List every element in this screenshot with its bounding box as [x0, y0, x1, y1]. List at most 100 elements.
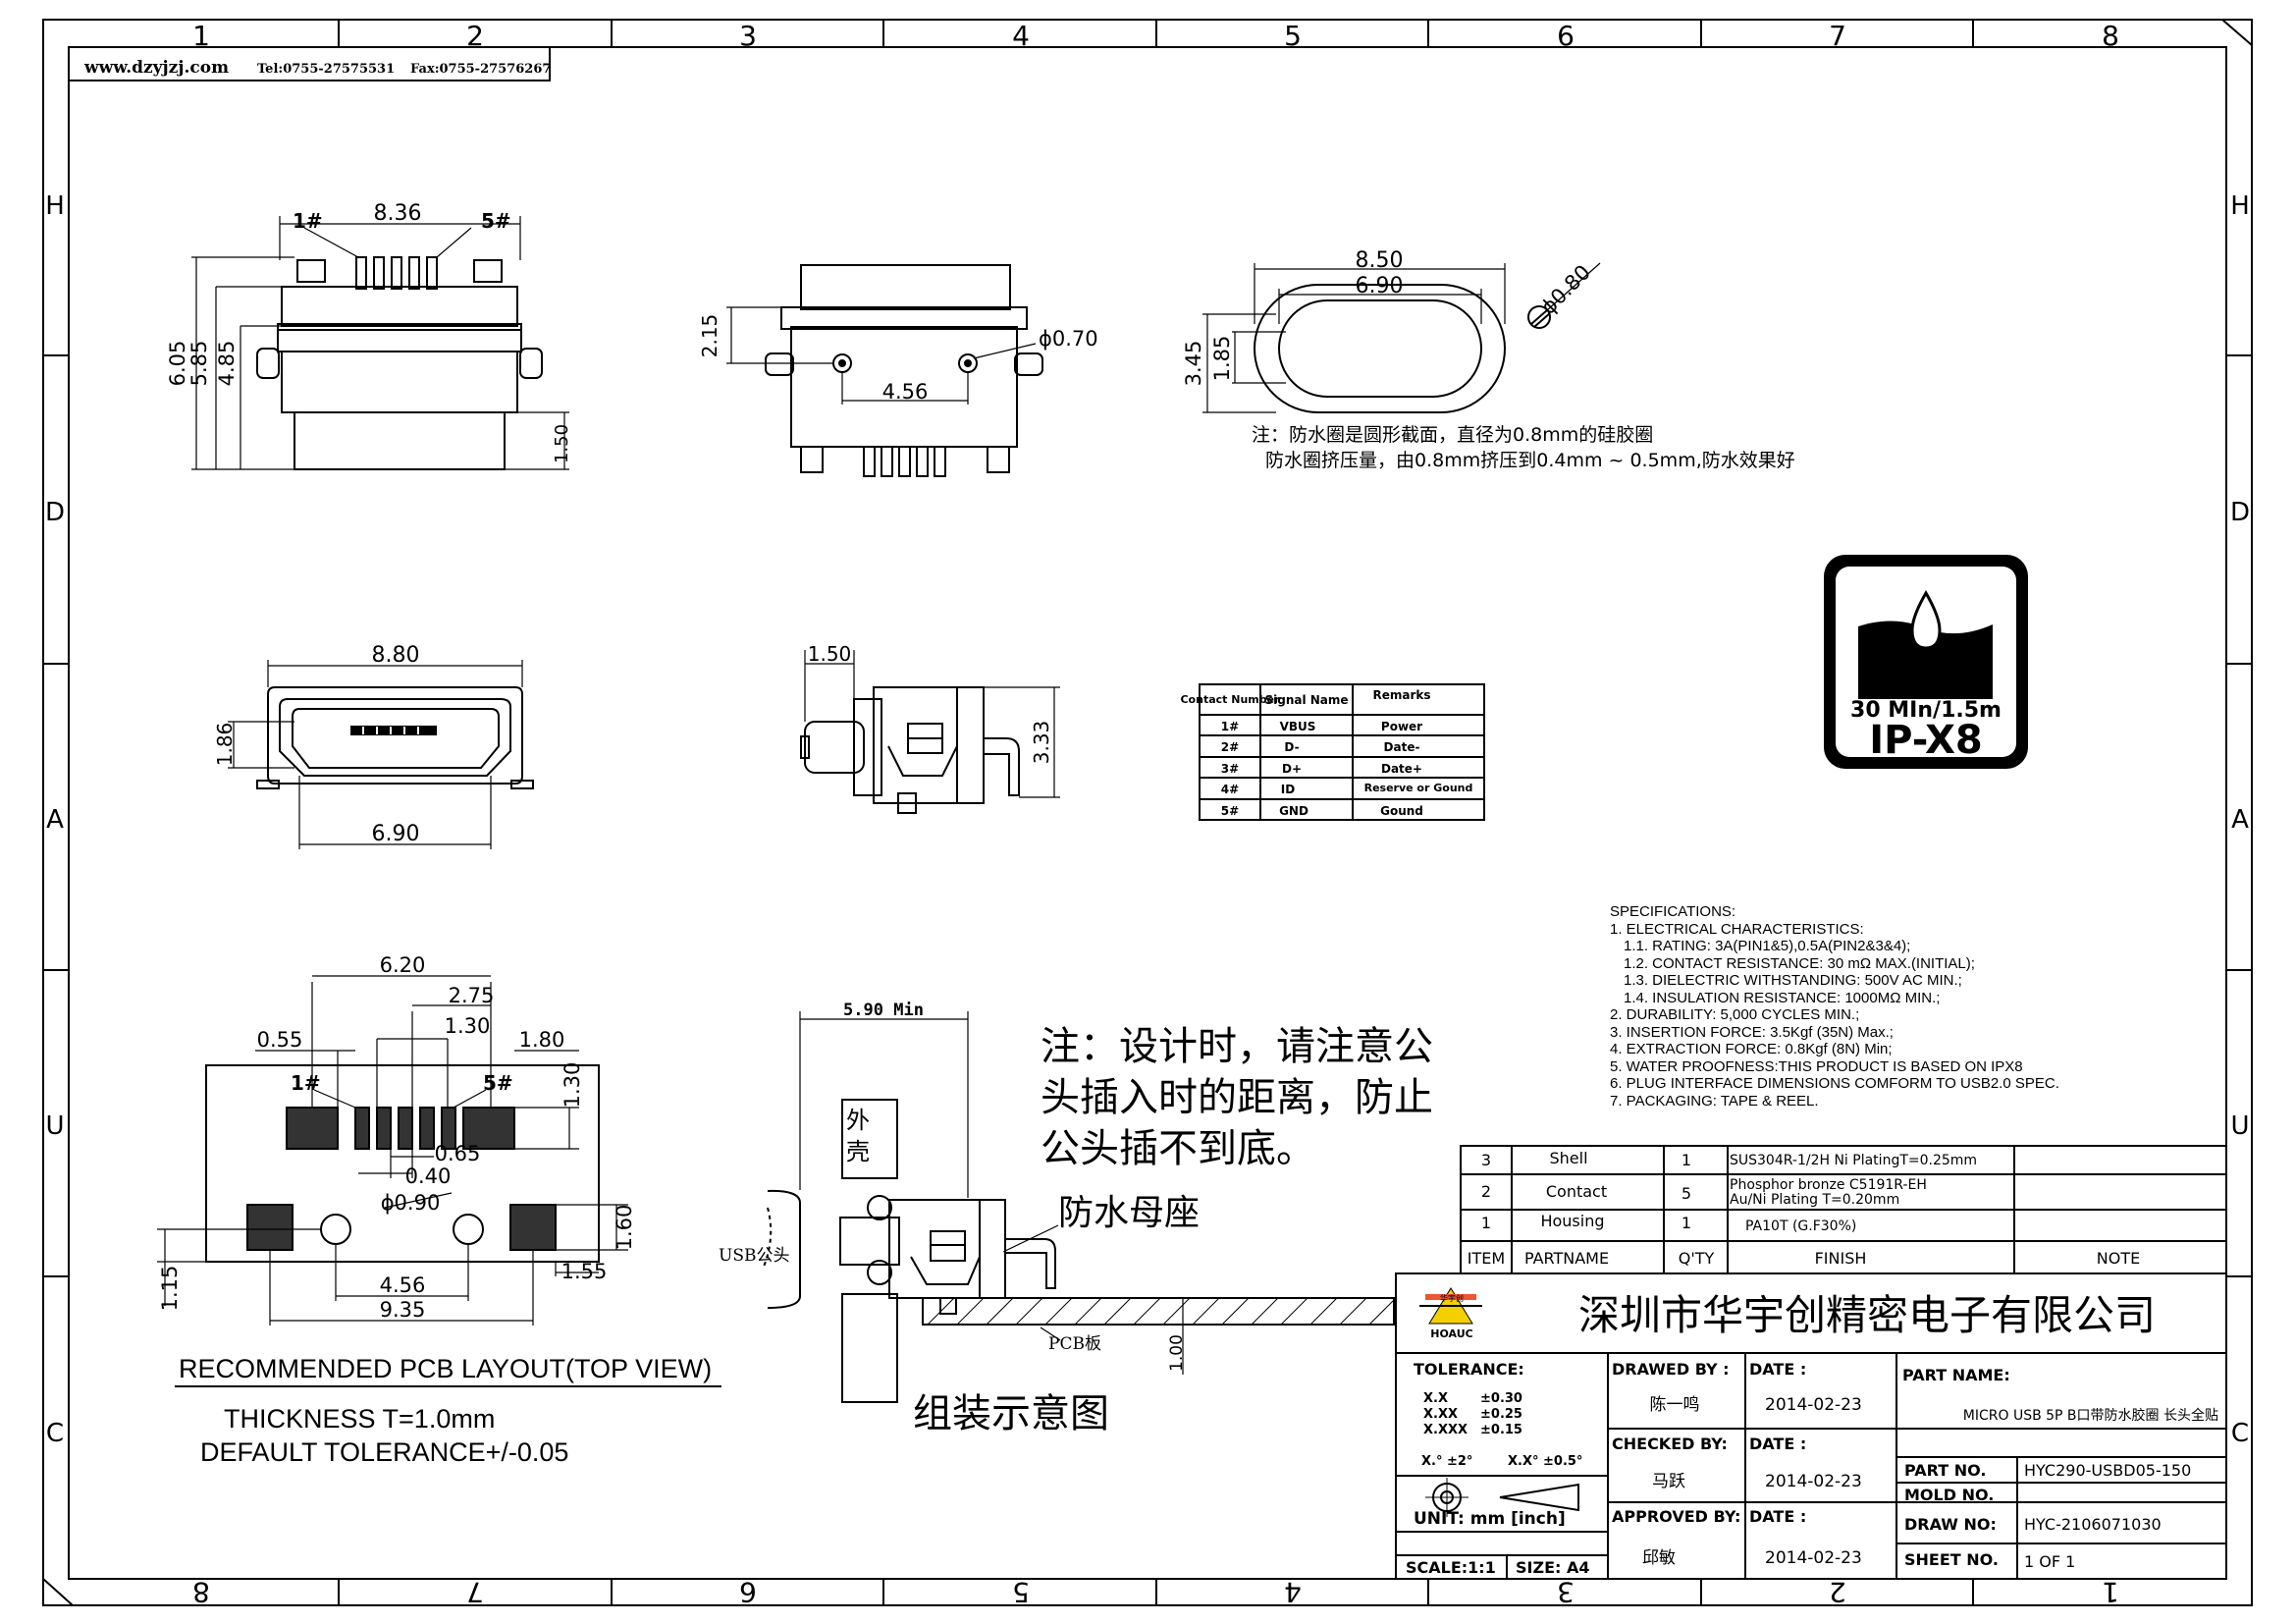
seal-dim-850: 8.50 [1356, 248, 1404, 273]
pcb-dim-275: 2.75 [449, 984, 495, 1007]
spec-line-1: 1. ELECTRICAL CHARACTERISTICS: [1610, 920, 1864, 938]
tolerance-label: TOLERANCE: [1414, 1360, 1524, 1379]
pcb-dim-160: 1.60 [613, 1205, 636, 1251]
seal-dim-690: 6.90 [1356, 274, 1404, 298]
assembly-note-line-3: 公头插不到底。 [1041, 1126, 1315, 1171]
pin-header-remarks: Remarks [1372, 688, 1430, 702]
date-label-3: DATE : [1749, 1507, 1806, 1526]
assembly-dim-100: 1.00 [1167, 1334, 1187, 1372]
zone-right-a: A [2231, 805, 2249, 835]
pcb-dim-phi090: ϕ0.90 [381, 1191, 441, 1215]
bom-row3-qty: 1 [1682, 1151, 1691, 1169]
angle-tol-2: X.X° ±0.5° [1508, 1454, 1582, 1469]
zone-left-a: A [46, 805, 64, 835]
pcb-hatch [927, 1297, 1395, 1326]
top-dim-605: 6.05 [166, 341, 189, 387]
approved-by-value: 邱敏 [1642, 1548, 1676, 1568]
seal-dim-phi080: ϕ0.80 [1536, 260, 1595, 319]
company-logo-text: HOAUC [1430, 1327, 1472, 1340]
header-tel: Tel:0755-27575531 [257, 62, 395, 77]
part-name-value: MICRO USB 5P B口带防水胶圈 长头全贴 [1963, 1407, 2218, 1424]
top-view [256, 256, 543, 470]
bom-row2-item: 2 [1481, 1182, 1491, 1201]
pcb-layout [205, 1064, 600, 1263]
title-block [1395, 1272, 2227, 1580]
specifications: SPECIFICATIONS: 1. ELECTRICAL CHARACTERI… [1610, 903, 2059, 1110]
zone-bottom-2: 2 [1829, 1576, 1846, 1608]
header-box [68, 46, 551, 81]
assembly-dim-590: 5.90 Min [843, 1001, 924, 1020]
bom-header-note: NOTE [2097, 1249, 2140, 1268]
zone-left-c: C [46, 1419, 64, 1448]
zone-top-5: 5 [1284, 20, 1302, 52]
pcb-dim-155: 1.55 [561, 1260, 608, 1283]
outer-frame [42, 19, 2253, 1606]
header-fax: Fax:0755-27576267 [410, 62, 551, 77]
draw-no-label: DRAW NO: [1904, 1515, 1997, 1534]
front-dim-215: 2.15 [698, 314, 721, 358]
pin-row3-signal: D+ [1282, 762, 1302, 776]
seal-note-line-1: 注：防水圈是圆形截面，直径为0.8mm的硅胶圈 [1252, 424, 1654, 446]
angle-tol-1: X.° ±2° [1421, 1454, 1472, 1469]
front-view [765, 264, 1043, 477]
spec-line-10: 6. PLUG INTERFACE DIMENSIONS COMFORM TO … [1610, 1075, 2059, 1092]
assembly-pcb-board: PCB板 [1048, 1334, 1101, 1354]
seal-dim-345: 3.45 [1182, 341, 1205, 387]
unit-label: UNIT: mm [inch] [1414, 1509, 1566, 1529]
part-no-value: HYC290-USBD05-150 [2024, 1461, 2191, 1480]
pin-row1-num: 1# [1221, 720, 1239, 733]
assembly-usb-male: USB公头 [719, 1246, 789, 1266]
pcb-dim-065: 0.65 [435, 1142, 481, 1165]
company-name: 深圳市华宇创精密电子有限公司 [1578, 1291, 2156, 1339]
front-view-dims [726, 306, 1037, 405]
face-dim-880: 8.80 [372, 643, 420, 668]
checked-by-value: 马跃 [1652, 1472, 1685, 1491]
zone-top-4: 4 [1012, 20, 1030, 52]
assembly-note-line-2: 头插入时的距离，防止 [1041, 1075, 1433, 1120]
water-icon [1858, 621, 1993, 699]
sheet-no-label: SHEET NO. [1904, 1550, 1999, 1569]
bom-row3-item: 3 [1481, 1151, 1491, 1169]
part-no-label: PART NO. [1904, 1461, 1986, 1480]
pcb-dim-055: 0.55 [257, 1028, 303, 1052]
shell-label-1: 外 [846, 1107, 870, 1134]
bom-row2-part: Contact [1546, 1182, 1607, 1201]
bom-header-finish: FINISH [1815, 1249, 1867, 1268]
zone-top-1: 1 [192, 20, 210, 52]
zone-top-7: 7 [1829, 20, 1846, 52]
bom-row1-part: Housing [1540, 1212, 1604, 1230]
pcb-notes: THICKNESS T=1.0mm DEFAULT TOLERANCE+/-0.… [200, 1402, 568, 1469]
bom-row1-finish: PA10T (G.F30%) [1745, 1218, 1856, 1234]
droplet-icon [1910, 590, 1942, 650]
pcb-thickness: THICKNESS T=1.0mm [224, 1404, 496, 1434]
spec-line-8: 4. EXTRACTION FORCE: 0.8Kgf (8N) Min; [1610, 1041, 1893, 1057]
bom-row1-qty: 1 [1682, 1214, 1691, 1232]
header-website: www.dzyjzj.com [83, 58, 229, 78]
zone-right-h: H [2230, 191, 2250, 221]
drawn-by-value: 陈一鸣 [1650, 1395, 1700, 1415]
pin-row4-remark: Reserve or Gound [1364, 782, 1473, 794]
zone-right-u: U [2230, 1111, 2249, 1141]
pin-row2-signal: D- [1284, 740, 1299, 754]
zone-bottom-8: 8 [192, 1576, 210, 1608]
side-dim-150: 1.50 [808, 642, 852, 666]
ip-badge [1824, 555, 2028, 769]
bom-row1-item: 1 [1481, 1214, 1491, 1232]
ip-badge-line1: 30 MIn/1.5m [1850, 698, 2002, 723]
face-view [256, 686, 534, 789]
size-label: SIZE: A4 [1516, 1558, 1590, 1577]
zone-right-c: C [2231, 1419, 2249, 1448]
pin-row2-num: 2# [1221, 740, 1239, 754]
tol-xxx-label: X.XX [1423, 1407, 1458, 1422]
tol-xx-label: X.X [1423, 1391, 1448, 1406]
zone-bottom-1: 1 [2102, 1576, 2119, 1608]
date-label-2: DATE : [1749, 1435, 1806, 1453]
spec-line-9: 5. WATER PROOFNESS:THIS PRODUCT IS BASED… [1610, 1057, 2023, 1075]
tol-xxx-value: ±0.25 [1480, 1407, 1522, 1422]
spec-line-6: 2. DURABILITY: 5,000 CYCLES MIN.; [1610, 1006, 1860, 1023]
spec-line-7: 3. INSERTION FORCE: 3.5Kgf (35N) Max.; [1610, 1023, 1894, 1041]
tol-xx-value: ±0.30 [1480, 1391, 1522, 1406]
pcb-dim-456: 4.56 [380, 1273, 426, 1297]
zone-left-u: U [45, 1111, 64, 1141]
zone-bottom-4: 4 [1284, 1576, 1302, 1608]
